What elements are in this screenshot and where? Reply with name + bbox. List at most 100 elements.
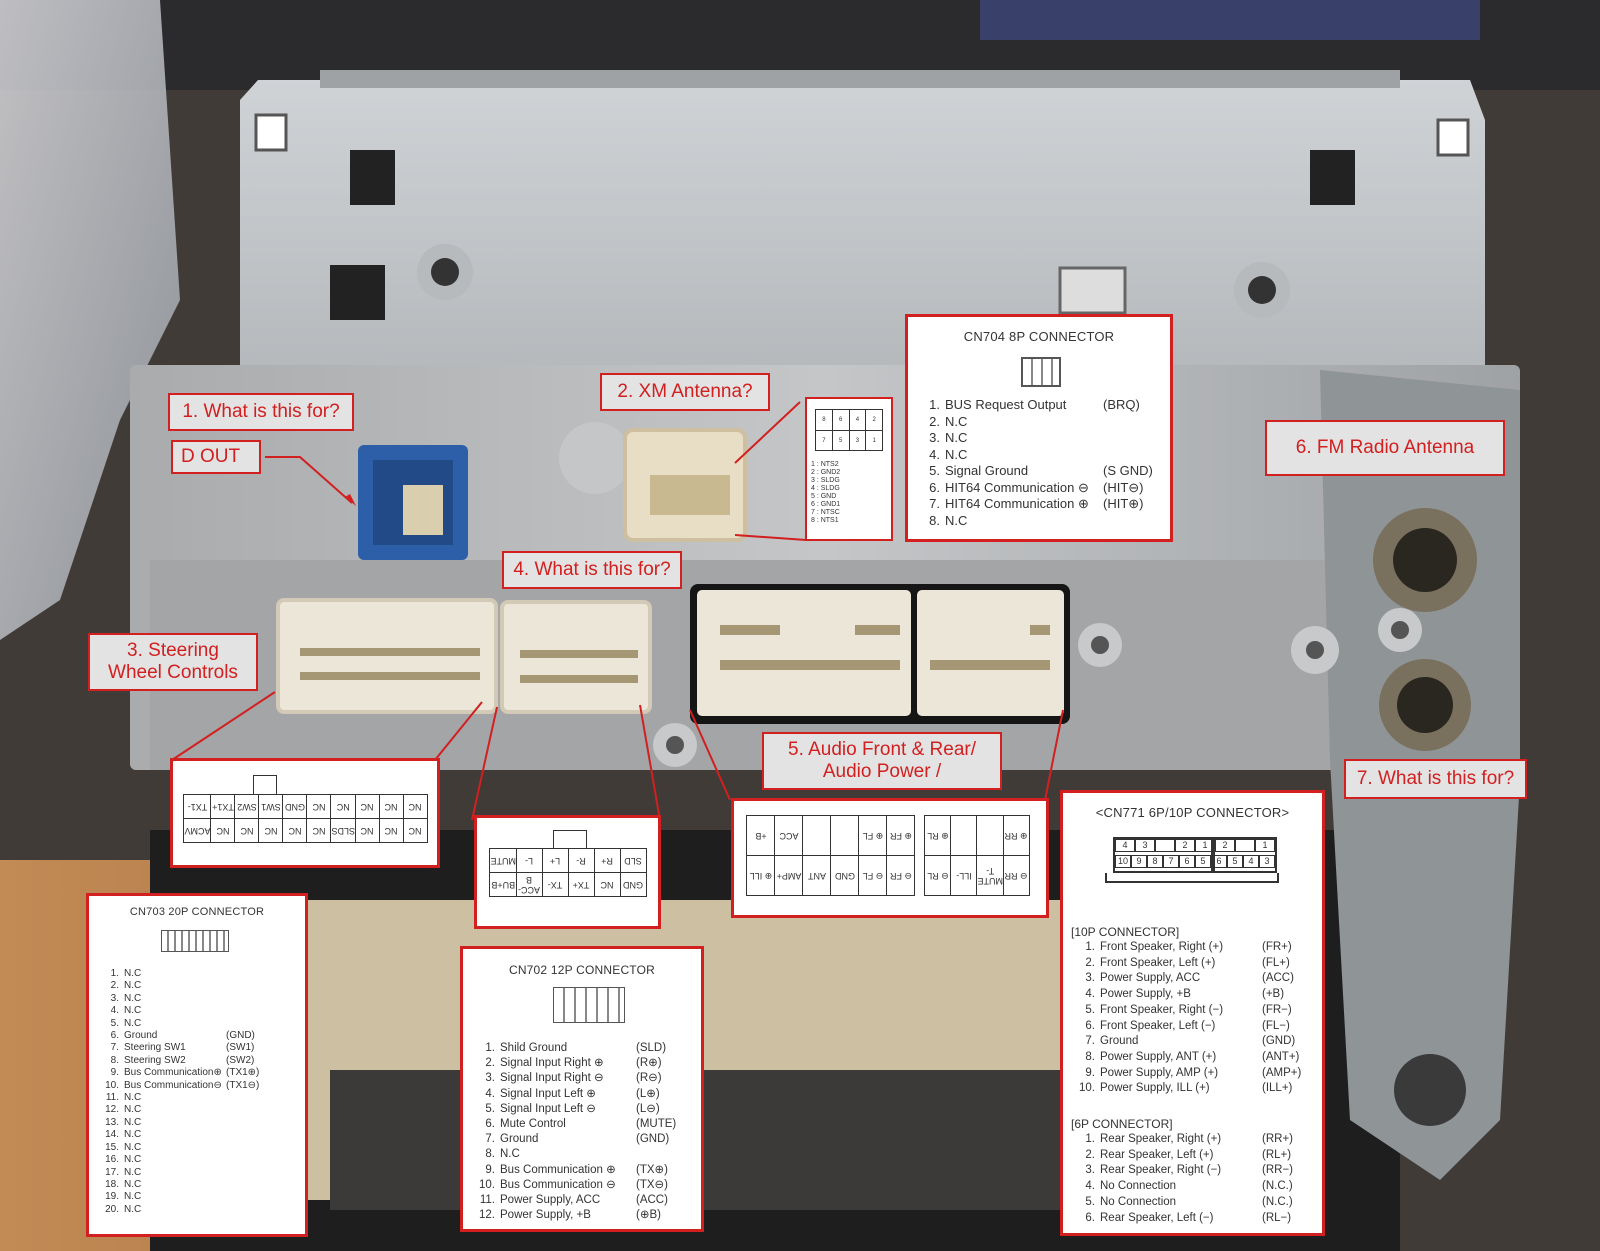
pin-row: 9.Bus Communication ⊕(TX⊕): [473, 1163, 699, 1178]
grid-cell: NC: [403, 794, 428, 819]
grid-cell: SW1: [258, 794, 283, 819]
pin-signal: (TX1⊕): [226, 1067, 260, 1079]
pin-description: Signal Input Left ⊕: [500, 1087, 596, 1100]
pin-row: 6.HIT64 Communication ⊖(HIT⊖): [926, 480, 1166, 497]
pin-description: Rear Speaker, Right (−): [1100, 1164, 1222, 1177]
pin-row: 2. N.C: [97, 980, 307, 992]
cn771-pin-label: [1235, 839, 1255, 852]
pin-row: 5.Front Speaker, Right (−)(FR−): [1073, 1003, 1321, 1019]
pin-signal: (ACC): [1262, 972, 1294, 985]
pin-signal: (R⊖): [636, 1072, 662, 1085]
pin-number: 2.: [110, 980, 119, 992]
cn771-6p-heading: [6P CONNECTOR]: [1071, 1117, 1173, 1131]
pin-description: N.C: [124, 1129, 142, 1141]
cn771-base: [1105, 873, 1279, 883]
pin-description: N.C: [124, 1104, 142, 1116]
pin-number: 10.: [1079, 1082, 1095, 1095]
pin-row: 9.Power Supply, AMP (+)(AMP+): [1073, 1066, 1321, 1082]
pin-row: 6.Front Speaker, Left (−)(FL−): [1073, 1019, 1321, 1035]
xm-legend-item: 5 : GND: [811, 493, 837, 500]
pin-number: 6.: [110, 1030, 119, 1042]
cn771-pin-label: 6: [1179, 855, 1195, 868]
pin-number: 5.: [1085, 1003, 1095, 1016]
xm-pin: 5: [833, 431, 850, 451]
pin-number: 6.: [929, 479, 940, 495]
pin-row: 5.N.C: [97, 1018, 307, 1030]
grid-cell: NC: [403, 818, 428, 843]
pin-row: 7.Ground(GND): [1073, 1034, 1321, 1050]
pin-number: 6.: [1085, 1211, 1095, 1224]
cn771-pin-label: 5: [1195, 855, 1211, 868]
pin-signal: (GND): [1262, 1035, 1296, 1048]
pin-description: Bus Communication ⊖: [500, 1178, 616, 1191]
pin-row: 11.N.C: [97, 1092, 307, 1104]
pin-signal: (+B): [1262, 988, 1285, 1001]
pin-number: 8.: [1085, 1050, 1095, 1063]
pin-number: 10.: [105, 1079, 119, 1091]
pin-number: 8.: [485, 1148, 495, 1161]
pin-description: N.C: [124, 1116, 142, 1128]
pin-description: Front Speaker, Left (+): [1100, 956, 1216, 969]
pin-number: 3.: [485, 1072, 495, 1085]
pin-description: Bus Communication ⊕: [500, 1163, 616, 1176]
grid-cell: TX1-: [183, 794, 211, 819]
pin-description: Power Supply, ACC: [1100, 972, 1201, 985]
grid-cell: ⊖ FL: [858, 855, 887, 896]
pin-number: 8.: [110, 1054, 119, 1066]
xm-pin-grid: 8 6 4 2 7 5 3 1: [815, 409, 883, 451]
xm-legend-item: 4 : SLDG: [811, 485, 840, 492]
cn702-connector-icon: [553, 987, 625, 1023]
pin-description: N.C: [945, 446, 968, 462]
pin-signal: (TX1⊖): [226, 1079, 260, 1091]
grid-cell: NC: [258, 818, 283, 843]
grid-cell: SW2: [234, 794, 259, 819]
pin-description: Rear Speaker, Left (+): [1100, 1148, 1214, 1161]
pin-description: N.C: [124, 980, 142, 992]
grid-12p-notch: [553, 830, 587, 848]
cn771-pin-label: 3: [1259, 855, 1275, 868]
pin-row: 2.Front Speaker, Left (+)(FL+): [1073, 956, 1321, 972]
pin-description: Rear Speaker, Left (−): [1100, 1211, 1214, 1224]
xm-pin: 2: [872, 417, 876, 423]
grid-cell: ⊖ RL: [924, 855, 951, 896]
pin-description: N.C: [124, 1203, 142, 1215]
pin-description: N.C: [124, 968, 142, 979]
pin-signal: (TX⊖): [636, 1178, 668, 1191]
pin-number: 9.: [485, 1163, 495, 1176]
pin-number: 7.: [1085, 1035, 1095, 1048]
grid-cell: ACC-B: [516, 872, 542, 897]
pin-row: 12.Power Supply, +B(⊕B): [473, 1208, 699, 1223]
pin-description: Bus Communication⊕: [124, 1067, 222, 1079]
xm-pin: 4: [850, 410, 867, 430]
pin-description: Power Supply, AMP (+): [1100, 1066, 1219, 1079]
pin-number: 12.: [479, 1209, 495, 1222]
grid-cell: NC: [306, 818, 331, 843]
pin-row: 5.Signal Input Left ⊖(L⊖): [473, 1102, 699, 1117]
pin-description: Shild Ground: [500, 1042, 568, 1054]
pin-number: 5.: [485, 1102, 495, 1115]
pin-number: 4.: [110, 1005, 119, 1017]
pin-description: Front Speaker, Right (+): [1100, 941, 1224, 953]
grid-cell: [830, 815, 859, 856]
xm-legend-item: 1 : NTS2: [811, 461, 839, 468]
grid-cell: NC: [306, 794, 331, 819]
cn771-pin-label: 5: [1227, 855, 1243, 868]
pin-signal: (FL+): [1262, 956, 1290, 969]
cn771-pin-label: 2: [1175, 839, 1195, 852]
pin-row: 7.Steering SW1(SW1): [97, 1042, 307, 1054]
xm-pinout-panel: 8 6 4 2 7 5 3 1 1 : NTS2 2 : GND2 3 : SL…: [805, 397, 893, 541]
cn704-panel: CN704 8P CONNECTOR 1.BUS Request Output(…: [905, 314, 1173, 542]
grid-cell: [950, 815, 977, 856]
pin-signal: (HIT⊖): [1103, 479, 1144, 495]
pin-number: 9.: [1085, 1066, 1095, 1079]
pin-description: Power Supply, ACC: [500, 1194, 601, 1207]
xm-pin: 1: [872, 438, 876, 444]
pin-description: BUS Request Output: [945, 397, 1067, 412]
grid-cell: ⊕ ILL: [746, 855, 775, 896]
pin-signal: (RL+): [1262, 1148, 1292, 1161]
pin-row: 1.Front Speaker, Right (+)(FR+): [1073, 940, 1321, 956]
